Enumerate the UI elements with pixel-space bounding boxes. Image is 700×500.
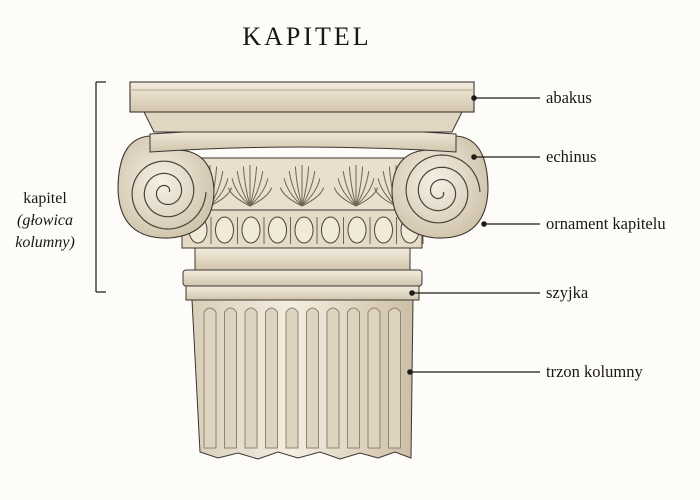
volute-right <box>391 135 489 239</box>
volute-left <box>117 135 215 239</box>
palmette-leaf <box>249 171 264 207</box>
palmette-leaf <box>236 171 251 207</box>
egg-ornament <box>215 216 234 244</box>
diagram-title: KAPITEL <box>242 22 372 51</box>
palmette-leaf <box>231 178 251 207</box>
palmette-leaf <box>227 187 251 207</box>
egg-ornament <box>268 216 287 244</box>
side-label-kapitel: kapitel (głowica kolumny) <box>0 188 90 254</box>
egg-ornament <box>241 216 261 244</box>
label-trzon: trzon kolumny <box>546 362 643 381</box>
label-echinus: echinus <box>546 147 597 166</box>
palmette-leaf <box>249 187 273 207</box>
egg-ornament <box>294 216 314 244</box>
palmette-leaf <box>355 178 375 207</box>
egg-ornament <box>374 216 393 244</box>
palmette-leaf <box>283 178 303 207</box>
palmette-leaf <box>355 187 379 207</box>
palmette-leaf <box>242 166 251 207</box>
palmette-leaf <box>279 187 303 207</box>
palmette-leaf <box>333 187 357 207</box>
column-neck <box>182 247 423 301</box>
capital-bracket <box>95 81 106 293</box>
side-label-sub-line1: (głowica <box>17 212 73 229</box>
label-szyjka: szyjka <box>546 283 589 302</box>
shaft-flute <box>388 307 401 449</box>
palmette-leaf <box>342 171 357 207</box>
shaft-flute <box>306 307 319 449</box>
side-label-main: kapitel <box>23 190 67 207</box>
palmette-leaf <box>288 171 303 207</box>
label-abakus: abakus <box>546 88 592 107</box>
palmette-leaf <box>249 178 269 207</box>
shaft-flute <box>326 307 340 449</box>
egg-ornament <box>321 216 340 244</box>
palmette-leaf <box>301 187 325 207</box>
egg-ornament <box>347 216 367 244</box>
palmette-leaf <box>348 166 357 207</box>
palmette-leaf <box>294 166 303 207</box>
shaft-flute <box>285 307 299 449</box>
shaft-flute <box>347 307 360 449</box>
side-label-sub-line2: kolumny) <box>15 234 75 251</box>
shaft-flute <box>244 307 258 449</box>
column-shaft <box>191 299 414 460</box>
palmette-leaf <box>301 171 316 207</box>
shaft-flute <box>224 307 237 449</box>
palmette-leaf <box>301 178 321 207</box>
shaft-flute <box>203 307 217 449</box>
leader-lines <box>407 95 540 375</box>
shaft-flute <box>367 307 381 449</box>
palmette-leaf <box>249 166 258 207</box>
shaft-flute <box>265 307 278 449</box>
palmette-leaf <box>301 166 310 207</box>
palmette-leaf <box>355 171 370 207</box>
palmette-leaf <box>355 166 364 207</box>
capital-abacus <box>129 81 475 133</box>
label-ornament: ornament kapitelu <box>546 214 666 233</box>
palmette-leaf <box>337 178 357 207</box>
